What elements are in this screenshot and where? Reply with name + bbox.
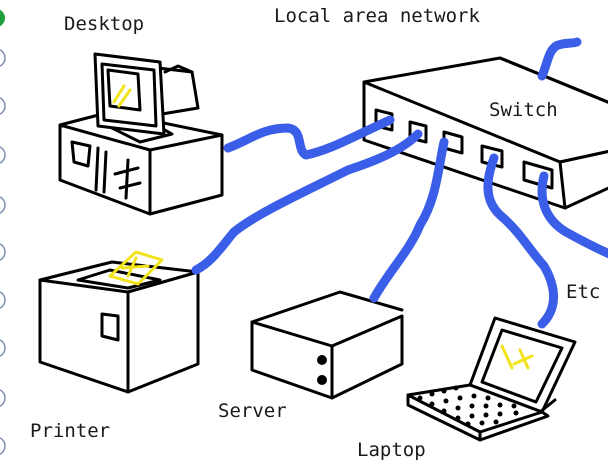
switch-label: Switch (489, 99, 558, 121)
left-edge-artifacts (0, 9, 6, 455)
switch-port-4 (480, 144, 504, 169)
switch-port-5 (522, 160, 554, 190)
diagram-title: Local area network (274, 5, 480, 27)
cables (191, 37, 608, 329)
edge-green-dot (0, 9, 5, 27)
server-label: Server (218, 400, 287, 422)
cable-etc (537, 171, 608, 259)
switch-port-2 (408, 120, 428, 144)
laptop-label: Laptop (357, 439, 426, 461)
laptop-device (406, 316, 577, 442)
printer-label: Printer (30, 420, 110, 442)
printer-device (38, 250, 200, 394)
switch-port-1 (374, 108, 394, 132)
server-led-2 (317, 375, 327, 385)
cable-laptop (483, 153, 559, 329)
cable-printer (191, 129, 423, 275)
laptop-keys (417, 385, 519, 427)
etc-label: Etc (566, 281, 600, 303)
server-led-1 (317, 355, 327, 365)
desktop-computer (58, 52, 224, 216)
cable-uplink (537, 37, 582, 81)
cable-desktop (223, 115, 395, 160)
desktop-label: Desktop (64, 13, 144, 35)
server-device (250, 290, 404, 400)
cable-server (369, 137, 449, 303)
